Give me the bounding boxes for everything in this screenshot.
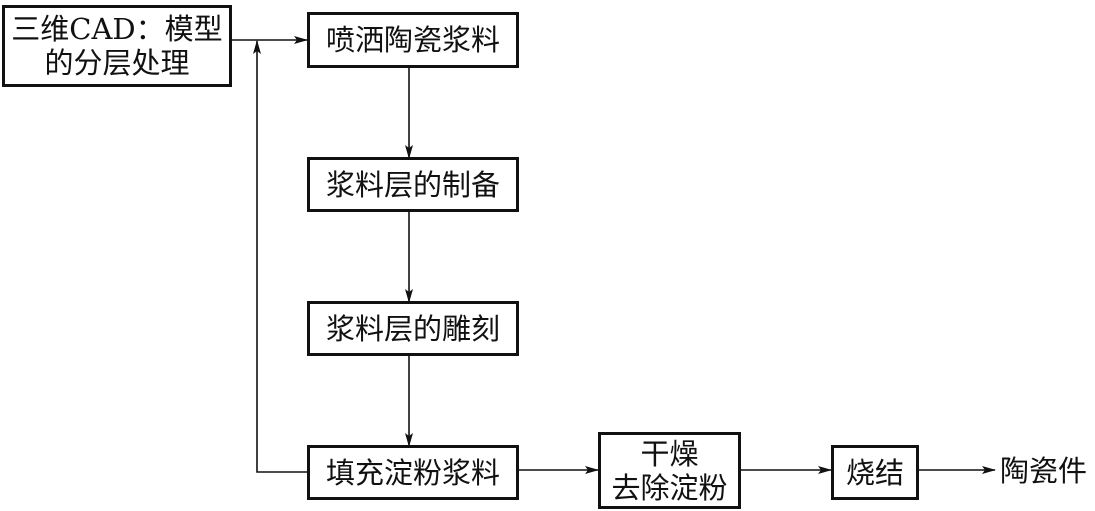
node-fill-starch: 填充淀粉浆料: [307, 445, 519, 500]
node-prepare-layer: 浆料层的制备: [307, 157, 519, 212]
node-carve-layer-label: 浆料层的雕刻: [325, 311, 500, 346]
node-cad-model-line2: 的分层处理: [44, 46, 190, 80]
node-cad-model: 三维CAD：模型 的分层处理: [2, 5, 232, 87]
node-dry-remove: 干燥 去除淀粉: [598, 432, 741, 509]
node-prepare-layer-label: 浆料层的制备: [325, 167, 500, 202]
node-sinter: 烧结: [831, 445, 919, 500]
node-sinter-label: 烧结: [845, 455, 904, 490]
node-dry-remove-line1: 干燥: [640, 436, 699, 471]
node-dry-remove-line2: 去除淀粉: [611, 470, 728, 505]
output-label: 陶瓷件: [1000, 454, 1088, 488]
node-spray-slurry: 喷洒陶瓷浆料: [307, 12, 519, 68]
node-cad-model-line1: 三维CAD：模型: [11, 12, 223, 46]
node-spray-slurry-label: 喷洒陶瓷浆料: [325, 23, 500, 57]
node-carve-layer: 浆料层的雕刻: [307, 301, 519, 356]
arrow-loop-back: [253, 40, 307, 473]
node-fill-starch-label: 填充淀粉浆料: [325, 455, 500, 490]
